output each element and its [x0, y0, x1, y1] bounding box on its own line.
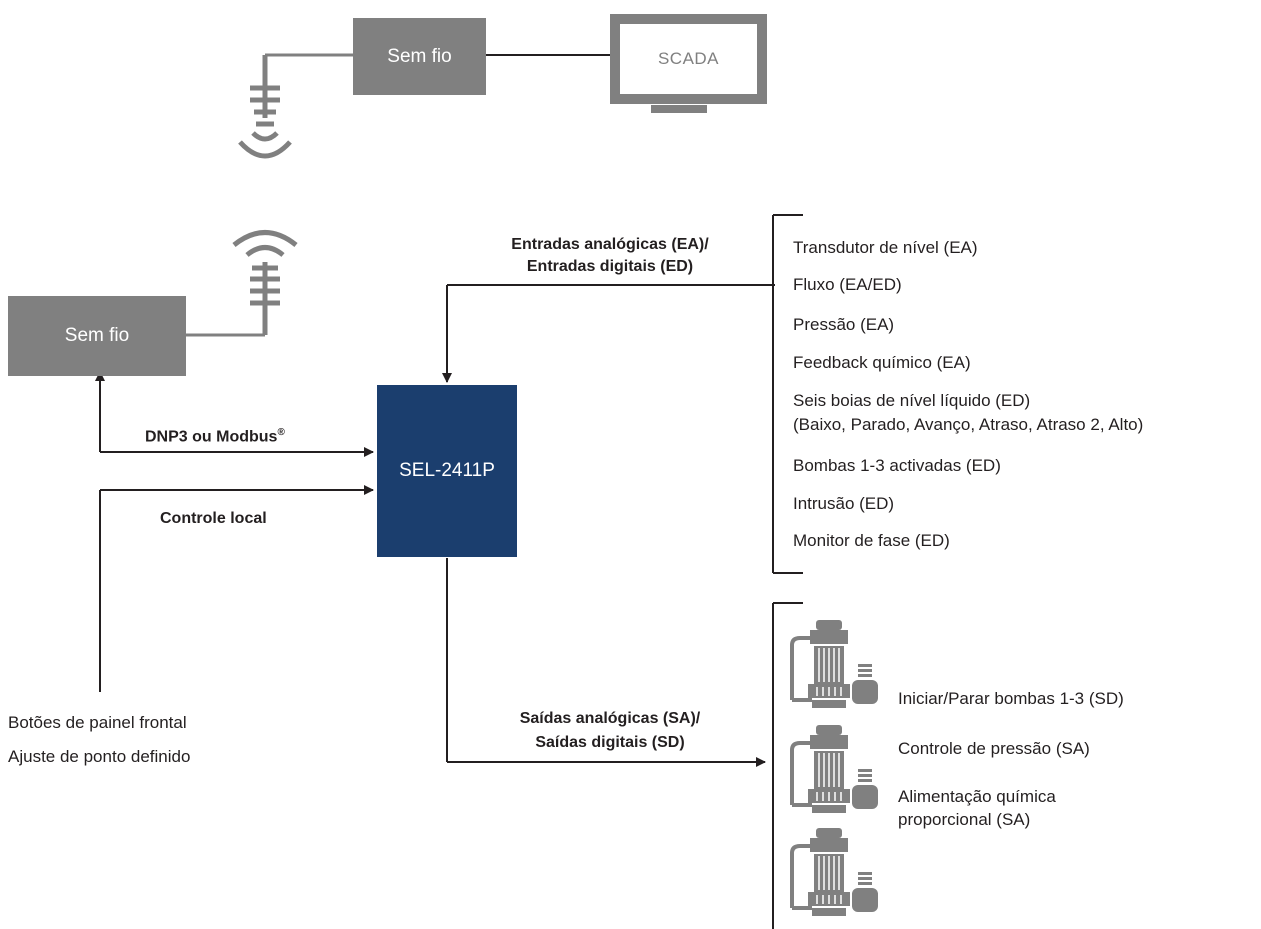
scada-monitor: SCADA — [610, 14, 767, 104]
input-item: Seis boias de nível líquido (ED) — [793, 391, 1031, 410]
scada-label: SCADA — [657, 49, 720, 68]
protocol-label: DNP3 ou Modbus® — [145, 427, 285, 446]
input-item: Transdutor de nível (EA) — [793, 238, 978, 257]
input-item: (Baixo, Parado, Avanço, Atraso, Atraso 2… — [793, 415, 1144, 434]
input-item: Feedback químico (EA) — [793, 353, 971, 372]
front-panel-line-2: Ajuste de ponto definido — [8, 747, 191, 766]
left-wireless-box: Sem fio — [8, 296, 186, 376]
inputs-heading-line-1: Entradas analógicas (EA)/ — [511, 236, 709, 253]
output-item: Alimentação química — [898, 787, 1056, 806]
output-item: Controle de pressão (SA) — [898, 739, 1090, 758]
inputs-bracket — [772, 214, 803, 574]
left-wireless-label: Sem fio — [64, 325, 130, 346]
sel-device-label: SEL-2411P — [399, 460, 495, 481]
outputs-bracket — [772, 602, 803, 929]
pump-icon — [790, 620, 878, 708]
inputs-heading-line-2: Entradas digitais (ED) — [526, 258, 694, 275]
pump-icon — [790, 828, 878, 916]
input-item: Monitor de fase (ED) — [793, 531, 950, 550]
input-item: Bombas 1-3 activadas (ED) — [793, 456, 1001, 475]
top-wireless-box: Sem fio — [353, 18, 486, 95]
input-item: Pressão (EA) — [793, 315, 895, 334]
local-control-label: Controle local — [160, 510, 267, 527]
lower-antenna-icon — [185, 230, 298, 337]
monitor-stand-icon — [651, 105, 707, 113]
registered-mark: ® — [277, 427, 285, 438]
pump-icon — [790, 725, 878, 813]
input-item: Intrusão (ED) — [793, 494, 895, 513]
front-panel-line-1: Botões de painel frontal — [8, 713, 187, 732]
sel-device-box: SEL-2411P — [377, 385, 517, 557]
output-item: Iniciar/Parar bombas 1-3 (SD) — [898, 689, 1124, 708]
top-wireless-label: Sem fio — [387, 45, 452, 67]
outputs-heading-line-2: Saídas digitais (SD) — [535, 734, 685, 751]
outputs-heading-line-1: Saídas analógicas (SA)/ — [519, 710, 701, 727]
input-item: Fluxo (EA/ED) — [793, 275, 902, 294]
top-antenna-icon — [238, 53, 355, 159]
output-item: proporcional (SA) — [898, 810, 1031, 829]
